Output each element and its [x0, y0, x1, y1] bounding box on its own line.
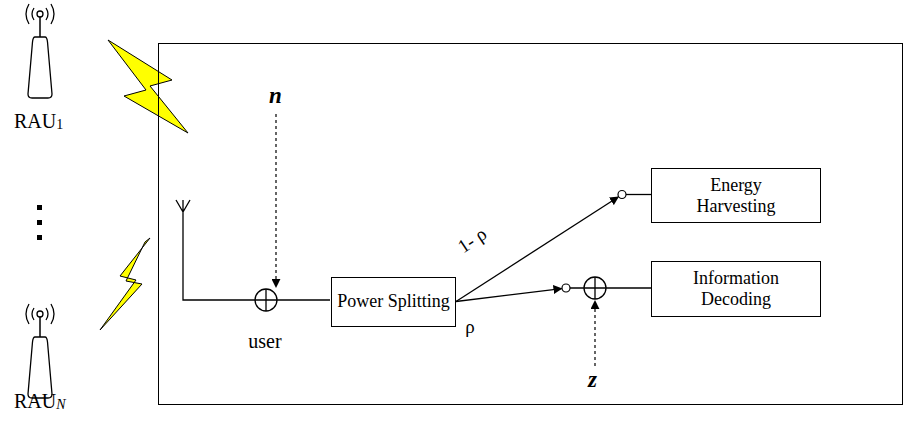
process-box: Energy Harvesting: [651, 168, 821, 223]
rau-index: N: [56, 398, 65, 412]
noise-adder: [584, 277, 606, 299]
box-text: Energy Harvesting: [676, 175, 796, 216]
signal-branch: [456, 191, 651, 302]
node-label: user: [248, 330, 281, 353]
process-box: Information Decoding: [651, 261, 821, 317]
split-ratio: 1- ρ: [453, 223, 492, 258]
noise-symbol: z: [588, 368, 597, 391]
signal-branch: [456, 284, 651, 302]
rau-name: RAU: [14, 391, 56, 411]
noise-adder: [255, 289, 277, 311]
lightning-bolt: [100, 238, 150, 330]
noise-arrow: [275, 114, 276, 287]
ellipsis-dots: [37, 205, 42, 240]
box-text: Power Splitting: [337, 291, 450, 312]
rau-index: 1: [56, 118, 63, 132]
split-ratio: ρ: [463, 317, 476, 336]
box-text: Information Decoding: [676, 268, 796, 309]
rau-name: RAU: [14, 111, 56, 131]
rau-tower: [26, 304, 54, 398]
rau-tower: [26, 4, 54, 98]
noise-arrow: [594, 301, 595, 366]
lightning-bolt: [108, 40, 188, 133]
noise-symbol: n: [269, 84, 282, 107]
process-box: Power Splitting: [331, 277, 456, 327]
receive-antenna: [176, 200, 330, 300]
